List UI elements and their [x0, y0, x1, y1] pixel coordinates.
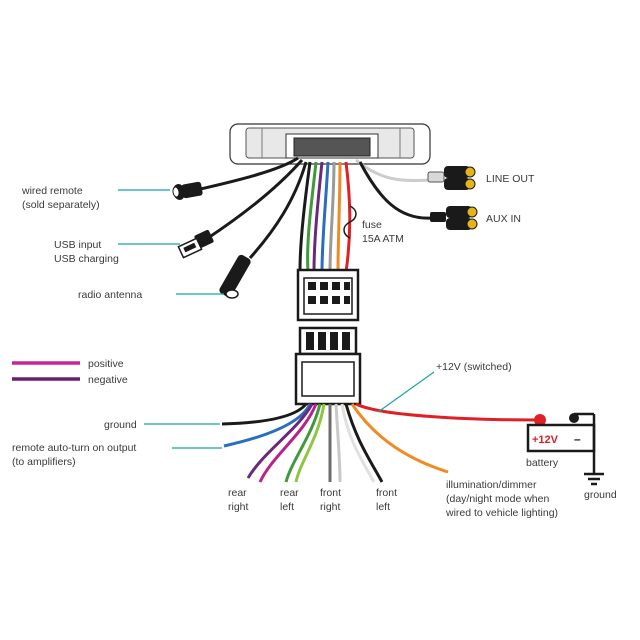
usb-label-2: USB charging	[54, 253, 119, 265]
wired-remote-label-1: wired remote	[21, 185, 83, 197]
ground-right-label: ground	[584, 489, 617, 501]
rear-right-label-1: rear	[228, 487, 247, 499]
battery-minus-label: –	[574, 432, 581, 446]
remote-turn-on-label-2: (to amplifiers)	[12, 456, 76, 468]
antenna-plug-icon	[219, 254, 251, 299]
illumination-label-2: (day/night mode when	[446, 493, 549, 505]
upper-harness-connector	[296, 268, 360, 322]
harness-wires-lower	[221, 402, 539, 483]
battery-positive-terminal	[534, 414, 546, 426]
front-right-label-1: front	[320, 487, 341, 499]
legend-negative-label: negative	[88, 374, 128, 386]
wired-remote-plug-icon	[172, 181, 203, 200]
ground-symbol-icon	[584, 462, 604, 486]
line-out-rca-icon	[427, 166, 476, 190]
harness-wires-upper	[306, 161, 352, 273]
line-out-label: LINE OUT	[486, 173, 535, 185]
battery-plus-label: +12V	[532, 434, 559, 446]
legend-positive-label: positive	[88, 358, 124, 370]
rear-left-label-2: left	[280, 501, 294, 513]
front-left-label-2: left	[376, 501, 390, 513]
fuse-label-2: 15A ATM	[362, 233, 404, 245]
wired-remote-label-2: (sold separately)	[22, 199, 100, 211]
rear-right-label-2: right	[228, 501, 249, 513]
ground-left-label: ground	[104, 419, 137, 431]
illumination-label-1: illumination/dimmer	[446, 479, 537, 491]
fuse-icon	[343, 205, 357, 239]
rear-left-label-1: rear	[280, 487, 299, 499]
aux-in-rca-icon	[430, 206, 478, 230]
battery-icon	[526, 412, 596, 462]
leader-lines	[118, 189, 435, 449]
switched-12v-label: +12V (switched)	[436, 361, 512, 373]
fuse-label-1: fuse	[362, 219, 382, 231]
legend: positive negative	[12, 358, 128, 386]
front-right-label-2: right	[320, 501, 341, 513]
head-unit	[229, 123, 431, 165]
remote-turn-on-label-1: remote auto-turn on output	[12, 442, 136, 454]
front-left-label-1: front	[376, 487, 397, 499]
lower-harness-connector	[294, 326, 362, 406]
left-cables	[195, 156, 312, 271]
usb-plug-icon	[177, 229, 214, 259]
labels: wired remote (sold separately) USB input…	[12, 173, 617, 519]
rca-cables	[355, 158, 433, 220]
battery-label: battery	[526, 457, 559, 469]
usb-label-1: USB input	[54, 239, 101, 251]
illumination-label-3: wired to vehicle lighting)	[445, 507, 558, 519]
radio-antenna-label: radio antenna	[78, 289, 142, 301]
aux-in-label: AUX IN	[486, 213, 521, 225]
